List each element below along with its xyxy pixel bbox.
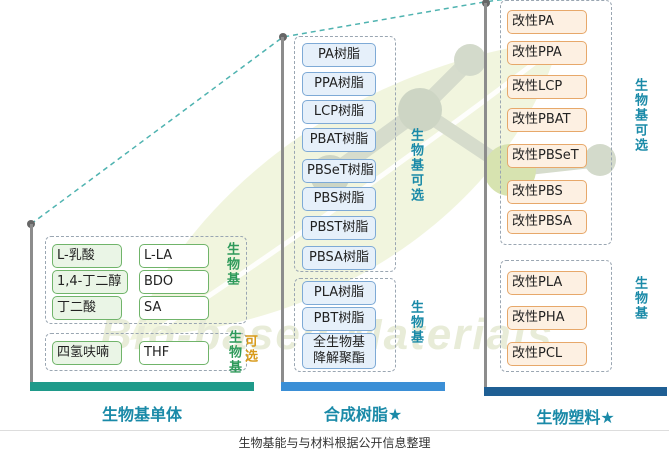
monomer-axis-line (30, 224, 33, 382)
plastic-tag: 改性PLA (507, 271, 587, 295)
monomer-optional-label: 可选 生物基 (224, 330, 257, 375)
monomer-bio-group (45, 236, 247, 324)
monomer-name-tag: L-乳酸 (52, 244, 122, 268)
plastic-tag: 改性PBAT (507, 108, 587, 132)
monomer-bio-label: 生物基 (224, 242, 239, 287)
monomer-name-tag: 四氢呋喃 (52, 341, 122, 365)
resin-degradable-line1: 全生物基 (312, 335, 365, 350)
resin-baseline (281, 382, 445, 391)
resin-bio-group (294, 278, 396, 372)
plastic-baseline (484, 387, 667, 396)
monomer-code-tag: SA (139, 296, 209, 320)
plastic-bio-group (500, 260, 612, 372)
plastic-tag: 改性LCP (507, 75, 587, 99)
plastic-title-star: ★ (600, 408, 615, 427)
monomer-name-tag: 丁二酸 (52, 296, 122, 320)
resin-title-star: ★ (387, 405, 403, 424)
optional-mark: 可选 (242, 334, 257, 364)
resin-tag: PLA树脂 (302, 281, 376, 305)
molecule-atom (454, 44, 486, 76)
resin-tag: PBT树脂 (302, 307, 376, 331)
resin-title-text: 合成树脂 (323, 405, 388, 424)
diagram-canvas: Bio-based Materials 生物基单体 L-乳酸 L-LA 1,4-… (27, 0, 667, 428)
resin-tag: PA树脂 (302, 43, 376, 67)
molecule-atom (584, 144, 616, 176)
monomer-code-tag: THF (139, 341, 209, 365)
plastic-bio-label: 生物基 (632, 276, 647, 321)
figure-caption: 生物基能与与材料根据公开信息整理 (0, 430, 669, 456)
resin-tag: PBST树脂 (302, 216, 376, 240)
resin-tag: LCP树脂 (302, 100, 376, 124)
resin-tag: PBAT树脂 (302, 128, 376, 152)
monomer-baseline (30, 382, 254, 391)
resin-axis-line (281, 37, 284, 382)
plastic-axis-line (484, 3, 487, 387)
monomer-optional-group (45, 333, 247, 371)
plastic-tag: 改性PA (507, 10, 587, 34)
trend-dashed-line (30, 0, 505, 225)
plastic-tag: 改性PHA (507, 306, 587, 330)
plastic-optional-group (500, 0, 612, 245)
plastic-tag: 改性PCL (507, 342, 587, 366)
resin-column-title: 合成树脂★ (281, 401, 445, 425)
plastic-tag: 改性PBS (507, 180, 587, 204)
resin-degradable-tag: 全生物基 降解聚酯 (302, 333, 376, 369)
resin-optional-label: 生物基可选 (408, 128, 423, 203)
plastic-optional-label: 生物基可选 (632, 78, 647, 153)
resin-tag: PBSA树脂 (302, 246, 376, 270)
plastic-tag: 改性PBSeT (507, 144, 587, 168)
plastic-title-text: 生物塑料 (536, 408, 601, 427)
resin-tag: PBS树脂 (302, 187, 376, 211)
plastic-tag: 改性PPA (507, 41, 587, 65)
monomer-code-tag: L-LA (139, 244, 209, 268)
plastic-column-title: 生物塑料★ (484, 404, 667, 428)
resin-degradable-line2: 降解聚酯 (312, 351, 365, 366)
monomer-code-tag: BDO (139, 270, 209, 294)
molecule-atom (398, 88, 442, 132)
optional-bio-text: 生物基 (226, 330, 241, 375)
plastic-tag: 改性PBSA (507, 210, 587, 234)
monomer-column-title: 生物基单体 (101, 405, 182, 424)
resin-tag: PPA树脂 (302, 72, 376, 96)
resin-optional-group (294, 36, 396, 272)
monomer-name-tag: 1,4-丁二醇 (52, 270, 128, 294)
resin-tag: PBSeT树脂 (302, 159, 376, 183)
resin-bio-label: 生物基 (408, 300, 423, 345)
